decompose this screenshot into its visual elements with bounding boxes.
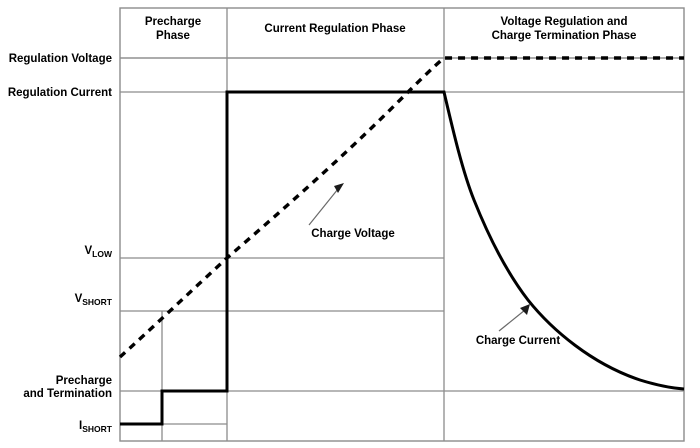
axis-label-i-short-sub: SHORT — [82, 424, 113, 434]
charge-voltage-leader — [308, 188, 339, 226]
charge-current-label: Charge Current — [476, 335, 561, 347]
phase-header-precharge-line2: Phase — [156, 30, 190, 42]
charge-current-arrowhead — [520, 304, 530, 315]
axis-label-v-short-base: V — [75, 293, 83, 305]
charge-voltage-arrowhead — [334, 183, 344, 193]
charge-current-leader — [498, 309, 526, 332]
axis-label-v-short-sub: SHORT — [82, 297, 113, 307]
axis-label-i-short-base: I — [79, 420, 82, 432]
charge-voltage-label: Charge Voltage — [311, 228, 395, 240]
axis-label-regulation-voltage: Regulation Voltage — [9, 53, 112, 65]
phase-header-voltage-regulation-line1: Voltage Regulation and — [501, 16, 628, 28]
axis-label-precharge-termination-line1: Precharge — [56, 375, 112, 387]
axis-label-i-short: ISHORT — [79, 420, 113, 434]
axis-label-v-low-base: V — [85, 245, 93, 257]
axis-label-v-low: VLOW — [85, 245, 113, 259]
axis-label-regulation-current: Regulation Current — [8, 87, 112, 99]
axis-label-precharge-termination-line2: and Termination — [23, 388, 112, 400]
charge-voltage-curve — [118, 56, 684, 359]
axis-label-v-short: VSHORT — [75, 293, 113, 307]
charge-current-curve — [120, 90, 685, 426]
phase-header-precharge-line1: Precharge — [145, 16, 201, 28]
plot-frame — [119, 7, 685, 442]
axis-label-v-low-sub: LOW — [92, 249, 113, 259]
phase-header-voltage-regulation-line2: Charge Termination Phase — [492, 30, 637, 42]
phase-header-current-regulation: Current Regulation Phase — [264, 23, 405, 35]
